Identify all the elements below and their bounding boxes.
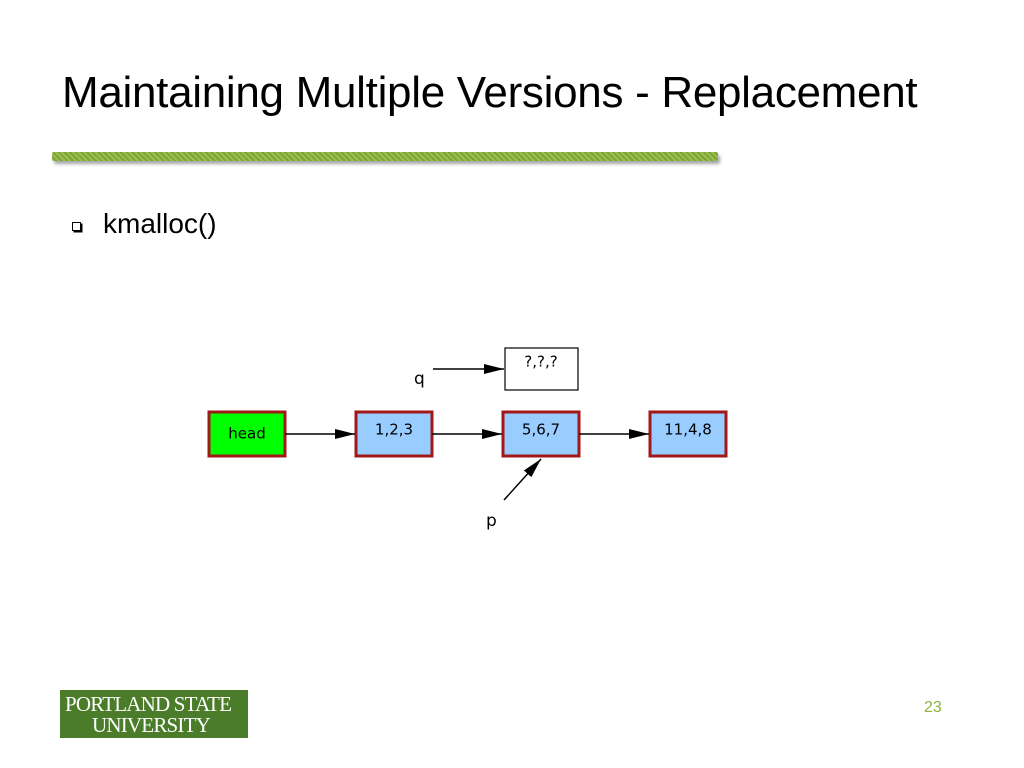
head-node-label: head	[228, 425, 265, 443]
title-underline	[52, 152, 718, 161]
portland-state-logo: PORTLAND STATE UNIVERSITY	[60, 690, 248, 738]
logo-line-1: PORTLAND STATE	[65, 692, 232, 716]
arrow-p-to-node2	[503, 458, 542, 501]
list-node-3: 11,4,8	[648, 410, 728, 458]
page-number: 23	[924, 699, 942, 716]
bullet-item: kmalloc()	[72, 208, 217, 240]
square-bullet-icon	[72, 221, 81, 231]
list-node-2-label: 5,6,7	[522, 421, 560, 439]
logo-line-2: UNIVERSITY	[92, 713, 211, 737]
bullet-text: kmalloc()	[103, 208, 217, 239]
list-node-1: 1,2,3	[354, 410, 434, 458]
new-node: ?,?,?	[504, 347, 579, 391]
new-node-label: ?,?,?	[524, 353, 557, 371]
list-node-2: 5,6,7	[501, 410, 581, 458]
head-node: head	[207, 410, 287, 458]
pointer-p-label: p	[486, 511, 497, 531]
pointer-q-label: q	[414, 369, 425, 389]
list-node-3-label: 11,4,8	[664, 421, 712, 439]
slide-title: Maintaining Multiple Versions - Replacem…	[62, 68, 918, 117]
list-node-1-label: 1,2,3	[375, 421, 413, 439]
